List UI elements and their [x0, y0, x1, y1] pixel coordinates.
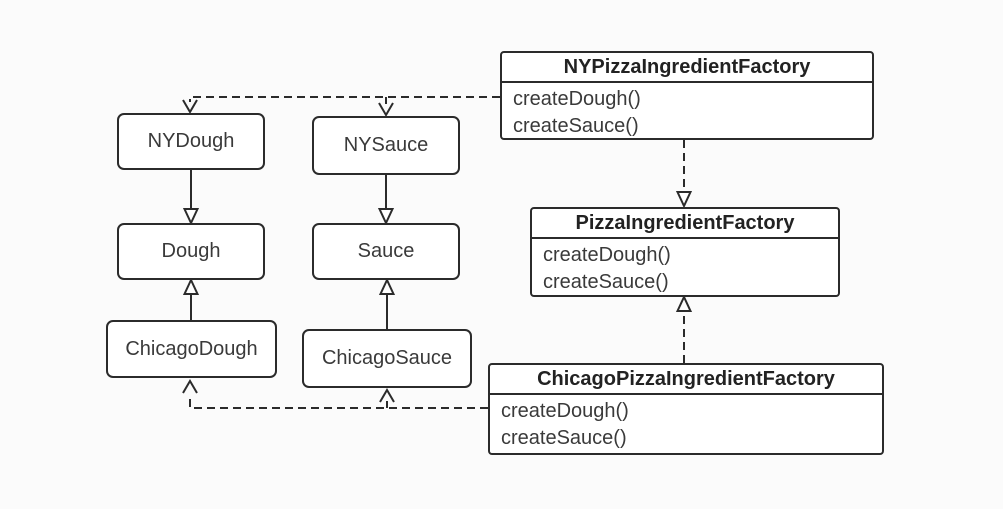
arrow-nyfactory-implements-pizzafactory: [675, 140, 693, 209]
method-createsauce: createSauce(): [543, 271, 669, 293]
class-sauce: Sauce: [312, 223, 460, 280]
method-createsauce: createSauce(): [513, 115, 639, 137]
class-dough-label: Dough: [161, 240, 221, 262]
method-createdough: createDough(): [513, 88, 641, 110]
class-chicago-pizza-ingredient-factory-methods: createDough() createSauce(): [490, 395, 882, 452]
class-ny-pizza-ingredient-factory-methods: createDough() createSauce(): [502, 83, 872, 140]
arrow-nysauce-extends-sauce: [377, 175, 395, 226]
class-chicagodough: ChicagoDough: [106, 320, 277, 378]
method-createsauce: createSauce(): [501, 427, 627, 449]
class-sauce-label: Sauce: [357, 240, 415, 262]
arrow-nydough-extends-dough: [182, 170, 200, 226]
class-pizza-ingredient-factory: PizzaIngredientFactory createDough() cre…: [530, 207, 840, 297]
arrow-chicagofactory-implements-pizzafactory: [675, 294, 693, 363]
method-createdough: createDough(): [501, 400, 629, 422]
class-chicagosauce: ChicagoSauce: [302, 329, 472, 388]
arrow-chicagodough-extends-dough: [182, 277, 200, 320]
class-chicago-pizza-ingredient-factory-title: ChicagoPizzaIngredientFactory: [490, 365, 882, 395]
class-pizza-ingredient-factory-methods: createDough() createSauce(): [532, 239, 838, 296]
arrow-nyfactory-creates-nydough-nysauce: [182, 96, 500, 117]
class-chicago-pizza-ingredient-factory: ChicagoPizzaIngredientFactory createDoug…: [488, 363, 884, 455]
arrow-chicagosauce-extends-sauce: [378, 277, 396, 329]
class-chicagodough-label: ChicagoDough: [125, 337, 258, 360]
class-ny-pizza-ingredient-factory: NYPizzaIngredientFactory createDough() c…: [500, 51, 874, 140]
class-nydough-label: NYDough: [147, 130, 235, 152]
class-pizza-ingredient-factory-title: PizzaIngredientFactory: [532, 209, 838, 239]
method-createdough: createDough(): [543, 244, 671, 266]
class-chicagosauce-label: ChicagoSauce: [321, 347, 453, 369]
class-ny-pizza-ingredient-factory-title: NYPizzaIngredientFactory: [502, 53, 872, 83]
arrow-chicagofactory-creates-chicagodough-chicagosauce: [182, 379, 488, 409]
class-dough: Dough: [117, 223, 265, 280]
class-nysauce: NYSauce: [312, 116, 460, 175]
class-nydough: NYDough: [117, 113, 265, 170]
class-nysauce-label: NYSauce: [343, 134, 429, 156]
